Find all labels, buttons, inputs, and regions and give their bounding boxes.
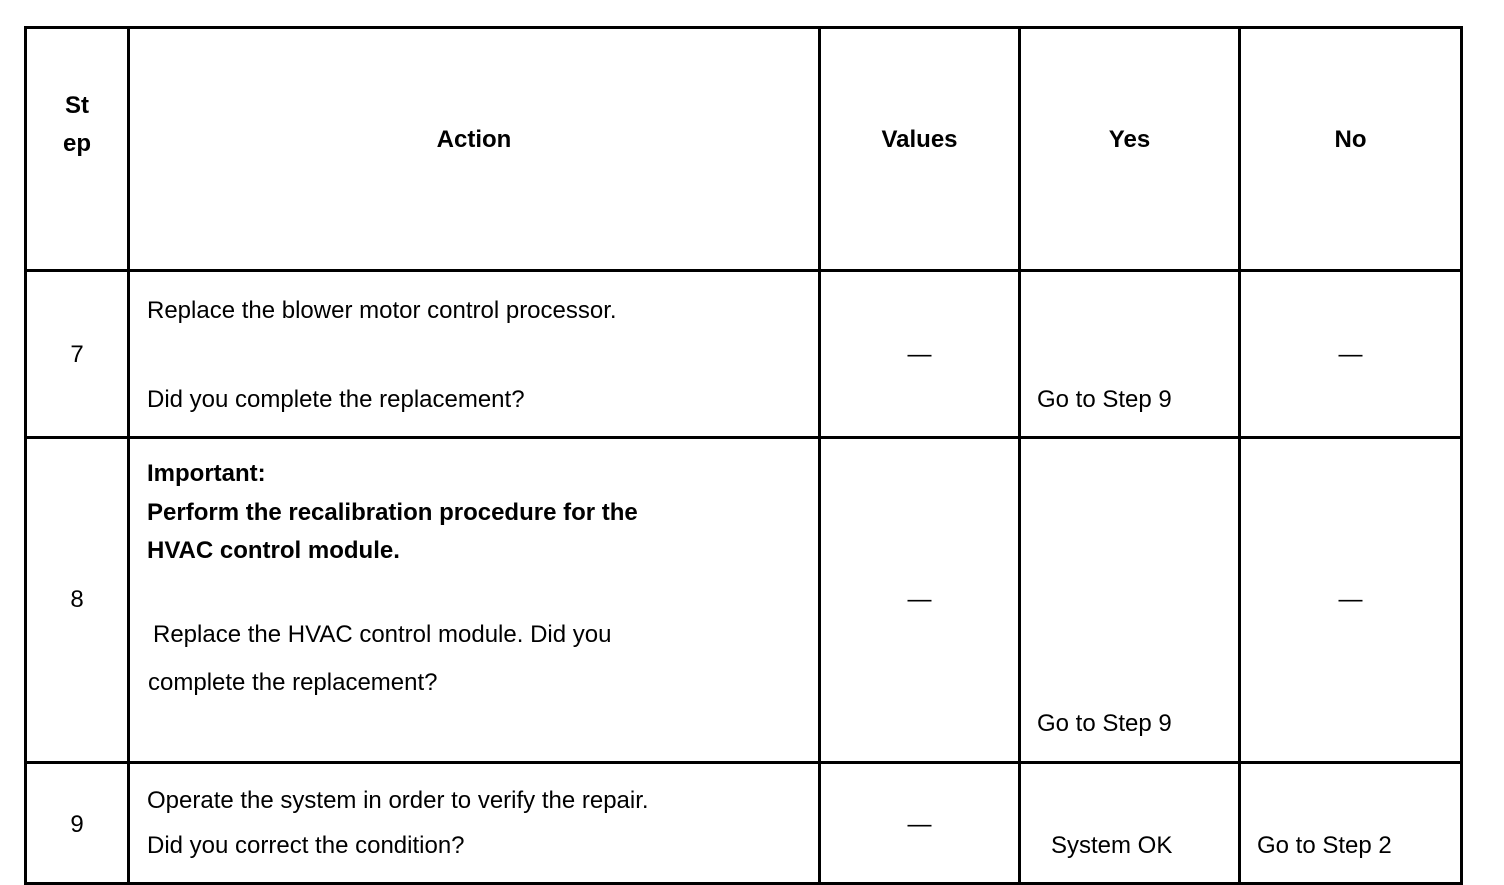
no-cell: — <box>1238 436 1463 764</box>
yes-cell: System OK <box>1018 761 1241 885</box>
action-text: Replace the blower motor control process… <box>147 297 617 324</box>
table-header-row: St ep Action Values Yes No <box>24 26 1463 272</box>
header-no: No <box>1238 26 1463 272</box>
values-cell: — <box>818 761 1021 885</box>
step-number: 7 <box>70 341 84 368</box>
yes-link[interactable]: Go to Step 9 <box>1037 710 1172 737</box>
no-dash: — <box>1338 586 1363 613</box>
header-action: Action <box>127 26 821 272</box>
header-values: Values <box>818 26 1021 272</box>
no-cell: — <box>1238 269 1463 439</box>
values-cell: — <box>818 269 1021 439</box>
no-cell: Go to Step 2 <box>1238 761 1463 885</box>
values-dash: — <box>907 586 932 613</box>
table-row-step-9: 9 Operate the system in order to verify … <box>24 761 1463 885</box>
header-step-line1: St <box>65 92 89 119</box>
diagnostic-steps-table: St ep Action Values Yes No 7 Replace the… <box>24 26 1463 885</box>
table-row-step-8: 8 Important: Perform the recalibration p… <box>24 436 1463 764</box>
step-cell: 8 <box>24 436 130 764</box>
no-dash: — <box>1338 341 1363 368</box>
action-question: Did you complete the replacement? <box>147 386 525 413</box>
action-text: Operate the system in order to verify th… <box>147 787 649 814</box>
values-dash: — <box>907 811 932 838</box>
action-text: Replace the HVAC control module. Did you <box>153 621 612 648</box>
values-cell: — <box>818 436 1021 764</box>
header-step-line2: ep <box>62 130 91 158</box>
table-row-step-7: 7 Replace the blower motor control proce… <box>24 269 1463 439</box>
step-number: 8 <box>70 586 84 613</box>
step-cell: 7 <box>24 269 130 439</box>
step-number: 9 <box>70 811 84 838</box>
values-dash: — <box>907 341 932 368</box>
important-text-line2: HVAC control module. <box>147 537 400 564</box>
important-label: Important: <box>147 460 266 487</box>
yes-cell: Go to Step 9 <box>1018 436 1241 764</box>
action-question: Did you correct the condition? <box>147 832 465 859</box>
step-cell: 9 <box>24 761 130 885</box>
action-question: complete the replacement? <box>148 669 438 696</box>
yes-link[interactable]: Go to Step 9 <box>1037 386 1172 413</box>
action-cell: Important: Perform the recalibration pro… <box>127 436 821 764</box>
no-link[interactable]: Go to Step 2 <box>1257 832 1392 859</box>
important-text-line1: Perform the recalibration procedure for … <box>147 499 638 526</box>
yes-cell: Go to Step 9 <box>1018 269 1241 439</box>
action-cell: Replace the blower motor control process… <box>127 269 821 439</box>
yes-result: System OK <box>1051 832 1173 859</box>
header-yes: Yes <box>1018 26 1241 272</box>
action-cell: Operate the system in order to verify th… <box>127 761 821 885</box>
header-step: St ep <box>24 26 130 272</box>
